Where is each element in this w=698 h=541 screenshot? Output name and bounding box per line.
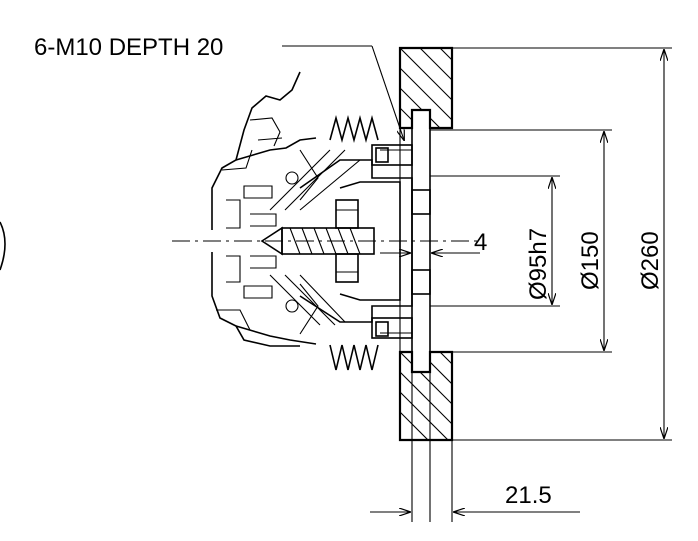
motor-housing xyxy=(211,71,319,347)
gap-dimension-label: 4 xyxy=(474,229,487,256)
flange-plate xyxy=(398,46,454,442)
dimension-lines xyxy=(282,45,672,522)
edge-arc xyxy=(0,221,6,271)
hub-assembly xyxy=(260,114,431,371)
outer-dimension-label: Ø260 xyxy=(637,231,664,290)
pcd-dimension-label: Ø150 xyxy=(577,231,604,290)
bore-dimension-label: Ø95h7 xyxy=(525,228,552,300)
callout-label: 6-M10 DEPTH 20 xyxy=(34,34,223,61)
offset-dimension-label: 21.5 xyxy=(505,482,552,509)
